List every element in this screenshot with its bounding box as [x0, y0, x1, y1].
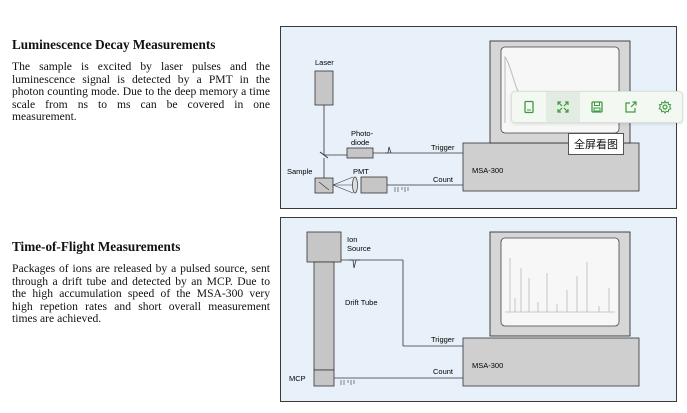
emission-cone [332, 176, 354, 194]
ion-source-label-2: Source [347, 244, 371, 253]
lens [352, 176, 358, 194]
sample-box [314, 177, 334, 194]
mcp-box [313, 369, 335, 387]
msa300-device [462, 337, 640, 387]
sample-mark [318, 181, 330, 191]
pmt-box [360, 176, 388, 194]
section-time-of-flight: Time-of-Flight Measurements Packages of … [12, 239, 270, 326]
tof-diagram: Ion Source Trigger Drift Tube MCP Count … [280, 217, 677, 402]
source-pulse [349, 259, 360, 269]
share-icon [625, 101, 637, 113]
laser-label: Laser [315, 58, 334, 67]
drift-tube-label: Drift Tube [345, 298, 378, 307]
tof-spectrum-peaks [509, 258, 610, 312]
mcp-label: MCP [289, 374, 306, 383]
image-toolbar [511, 91, 683, 123]
trigger-pulse [385, 146, 392, 154]
settings-button[interactable] [648, 92, 682, 122]
expand-arrows-icon [557, 101, 569, 113]
drift-tube [313, 261, 335, 371]
section-title: Luminescence Decay Measurements [12, 37, 216, 52]
save-button[interactable] [580, 92, 614, 122]
trigger-label: Trigger [431, 143, 455, 152]
trigger-label: Trigger [431, 335, 455, 344]
fullscreen-tooltip: 全屏看图 [568, 133, 624, 155]
count-label: Count [433, 367, 454, 376]
count-pulses [394, 187, 409, 192]
page-icon [524, 100, 534, 114]
count-label: Count [433, 175, 454, 184]
sample-label: Sample [287, 167, 312, 176]
section-body: The sample is excited by laser pulses an… [12, 60, 270, 124]
gear-icon [658, 100, 672, 114]
section-body: Packages of ions are released by a pulse… [12, 262, 270, 326]
share-button[interactable] [614, 92, 648, 122]
count-pulses [340, 380, 355, 385]
section-title: Time-of-Flight Measurements [12, 239, 181, 254]
photodiode-label-1: Photo- [351, 129, 374, 138]
pmt-label: PMT [353, 167, 369, 176]
fit-page-button[interactable] [512, 92, 546, 122]
tof-diagram-svg: Ion Source Trigger Drift Tube MCP Count … [289, 231, 640, 387]
ion-source-label-1: Ion [347, 235, 357, 244]
laser-box [314, 70, 334, 106]
fullscreen-button[interactable] [546, 92, 580, 122]
ion-source-box [306, 231, 342, 263]
photodiode-box [346, 147, 374, 159]
msa300-label: MSA-300 [472, 166, 503, 175]
photodiode-label-2: diode [351, 138, 369, 147]
monitor-screen [500, 237, 620, 327]
section-luminescence: Luminescence Decay Measurements The samp… [12, 37, 270, 124]
msa300-label: MSA-300 [472, 361, 503, 370]
floppy-save-icon [591, 101, 603, 113]
